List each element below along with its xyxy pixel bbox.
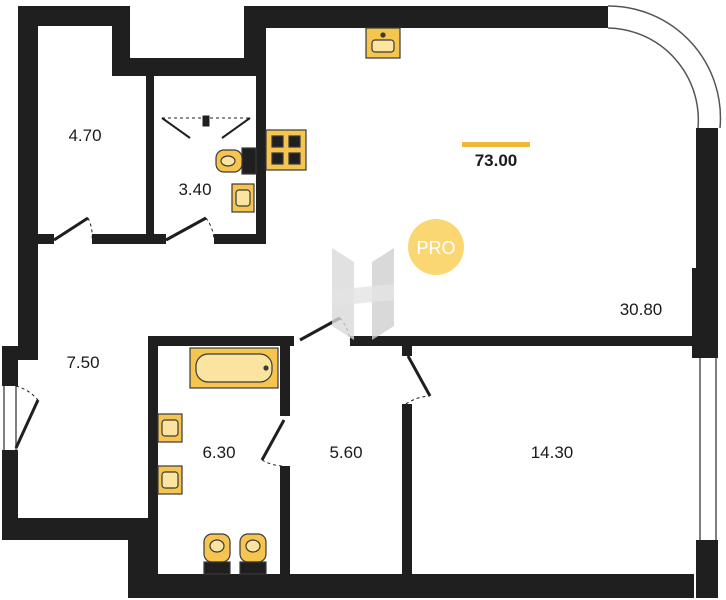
room-area-wc: 3.40: [178, 180, 211, 199]
room-area-hall: 7.50: [66, 353, 99, 372]
bath-sink-1: [157, 413, 183, 443]
door-bedroom-swing: [405, 395, 431, 405]
kitchen-sink-tap: [380, 32, 386, 38]
interior-walls: [38, 28, 696, 576]
room-area-bathroom: 6.30: [202, 443, 235, 462]
bath-bidet-seat: [245, 539, 261, 553]
kitchen-sink-bowl: [371, 39, 395, 53]
wc-toilet-seat: [220, 155, 236, 167]
stove-burner-1: [271, 135, 284, 148]
fixtures: [157, 27, 401, 575]
wall-top-right-cap: [598, 6, 608, 28]
wc-toilet-tank: [241, 147, 257, 175]
windows: [3, 5, 722, 540]
wall-left-lower-b: [2, 450, 18, 540]
bath-sink-2: [157, 465, 183, 495]
wall-wc-bottom: [214, 234, 266, 244]
kitchen-sink: [365, 27, 401, 59]
wall-middle-b: [350, 336, 696, 346]
room-area-storage: 4.70: [68, 126, 101, 145]
stove-burner-2: [288, 135, 301, 148]
wall-closet-bedroom-b: [402, 404, 412, 576]
wc-toilet: [215, 147, 257, 175]
bathtub-drain: [263, 365, 269, 371]
stove-burner-3: [271, 152, 284, 165]
bath-bidet-tank: [239, 561, 267, 575]
door-wc-leaf: [165, 216, 207, 242]
wall-top-left: [18, 6, 130, 26]
wall-bath-left: [148, 336, 158, 576]
room-area-living-kitchen: 30.80: [620, 300, 663, 319]
door-wc-swing: [205, 217, 215, 241]
wall-bath-closet-b: [280, 466, 290, 576]
door-entrance-leaf: [14, 399, 40, 449]
wall-closet-bedroom-a: [402, 336, 412, 356]
stove-burner-4: [288, 152, 301, 165]
wall-top-right: [244, 6, 606, 28]
wc-sink-bowl: [235, 189, 251, 207]
bath-toilet: [203, 533, 231, 575]
wall-left-lower-a: [2, 346, 18, 386]
wall-bottom: [128, 574, 694, 598]
bathtub: [189, 347, 279, 389]
watermark-badge-text: PRO: [416, 238, 455, 258]
wall-bath-closet-a: [280, 336, 290, 416]
door-entrance-swing: [15, 385, 39, 401]
wall-left-upper: [18, 6, 38, 346]
bath-toilet-seat: [209, 539, 225, 553]
watermark-h-bar: [332, 284, 394, 306]
door-bedroom-leaf: [406, 355, 432, 397]
bath-bidet: [239, 533, 267, 575]
room-area-bedroom: 14.30: [531, 443, 574, 462]
total-area-accent: [462, 142, 530, 147]
wall-storage-bottom-b: [92, 234, 166, 244]
door-wc-inner-c: [161, 117, 191, 139]
door-bath-swing: [261, 459, 285, 467]
wall-middle-a: [148, 336, 294, 346]
wall-wc-right: [256, 28, 266, 244]
bath-sink-1-bowl: [161, 419, 179, 437]
wall-right-lower: [696, 540, 718, 598]
bath-sink-2-bowl: [161, 471, 179, 489]
window-arc-outer: [607, 5, 722, 129]
wall-left-bottom-seg: [2, 518, 150, 540]
wall-notch-bottom: [112, 58, 262, 76]
wc-sink: [231, 183, 255, 213]
window-arc-inner: [607, 27, 700, 129]
wall-storage-wc: [146, 76, 154, 244]
watermark-logo: PRO: [332, 219, 464, 340]
door-storage-leaf: [53, 216, 89, 242]
door-bath-leaf: [260, 419, 286, 461]
door-storage-swing: [87, 217, 93, 241]
walls: [2, 6, 718, 598]
wall-storage-bottom-a: [38, 234, 54, 244]
total-area-label: 73.00: [475, 151, 518, 170]
bath-toilet-tank: [203, 561, 231, 575]
door-wc-inner-post: [202, 115, 210, 127]
bathtub-inner: [195, 353, 273, 383]
wall-right-mid: [692, 268, 718, 358]
watermark-badge: [408, 219, 464, 275]
room-area-closet: 5.60: [329, 443, 362, 462]
stove: [265, 129, 307, 171]
wall-right-upper: [696, 128, 718, 268]
door-wc-inner-d: [221, 117, 251, 139]
